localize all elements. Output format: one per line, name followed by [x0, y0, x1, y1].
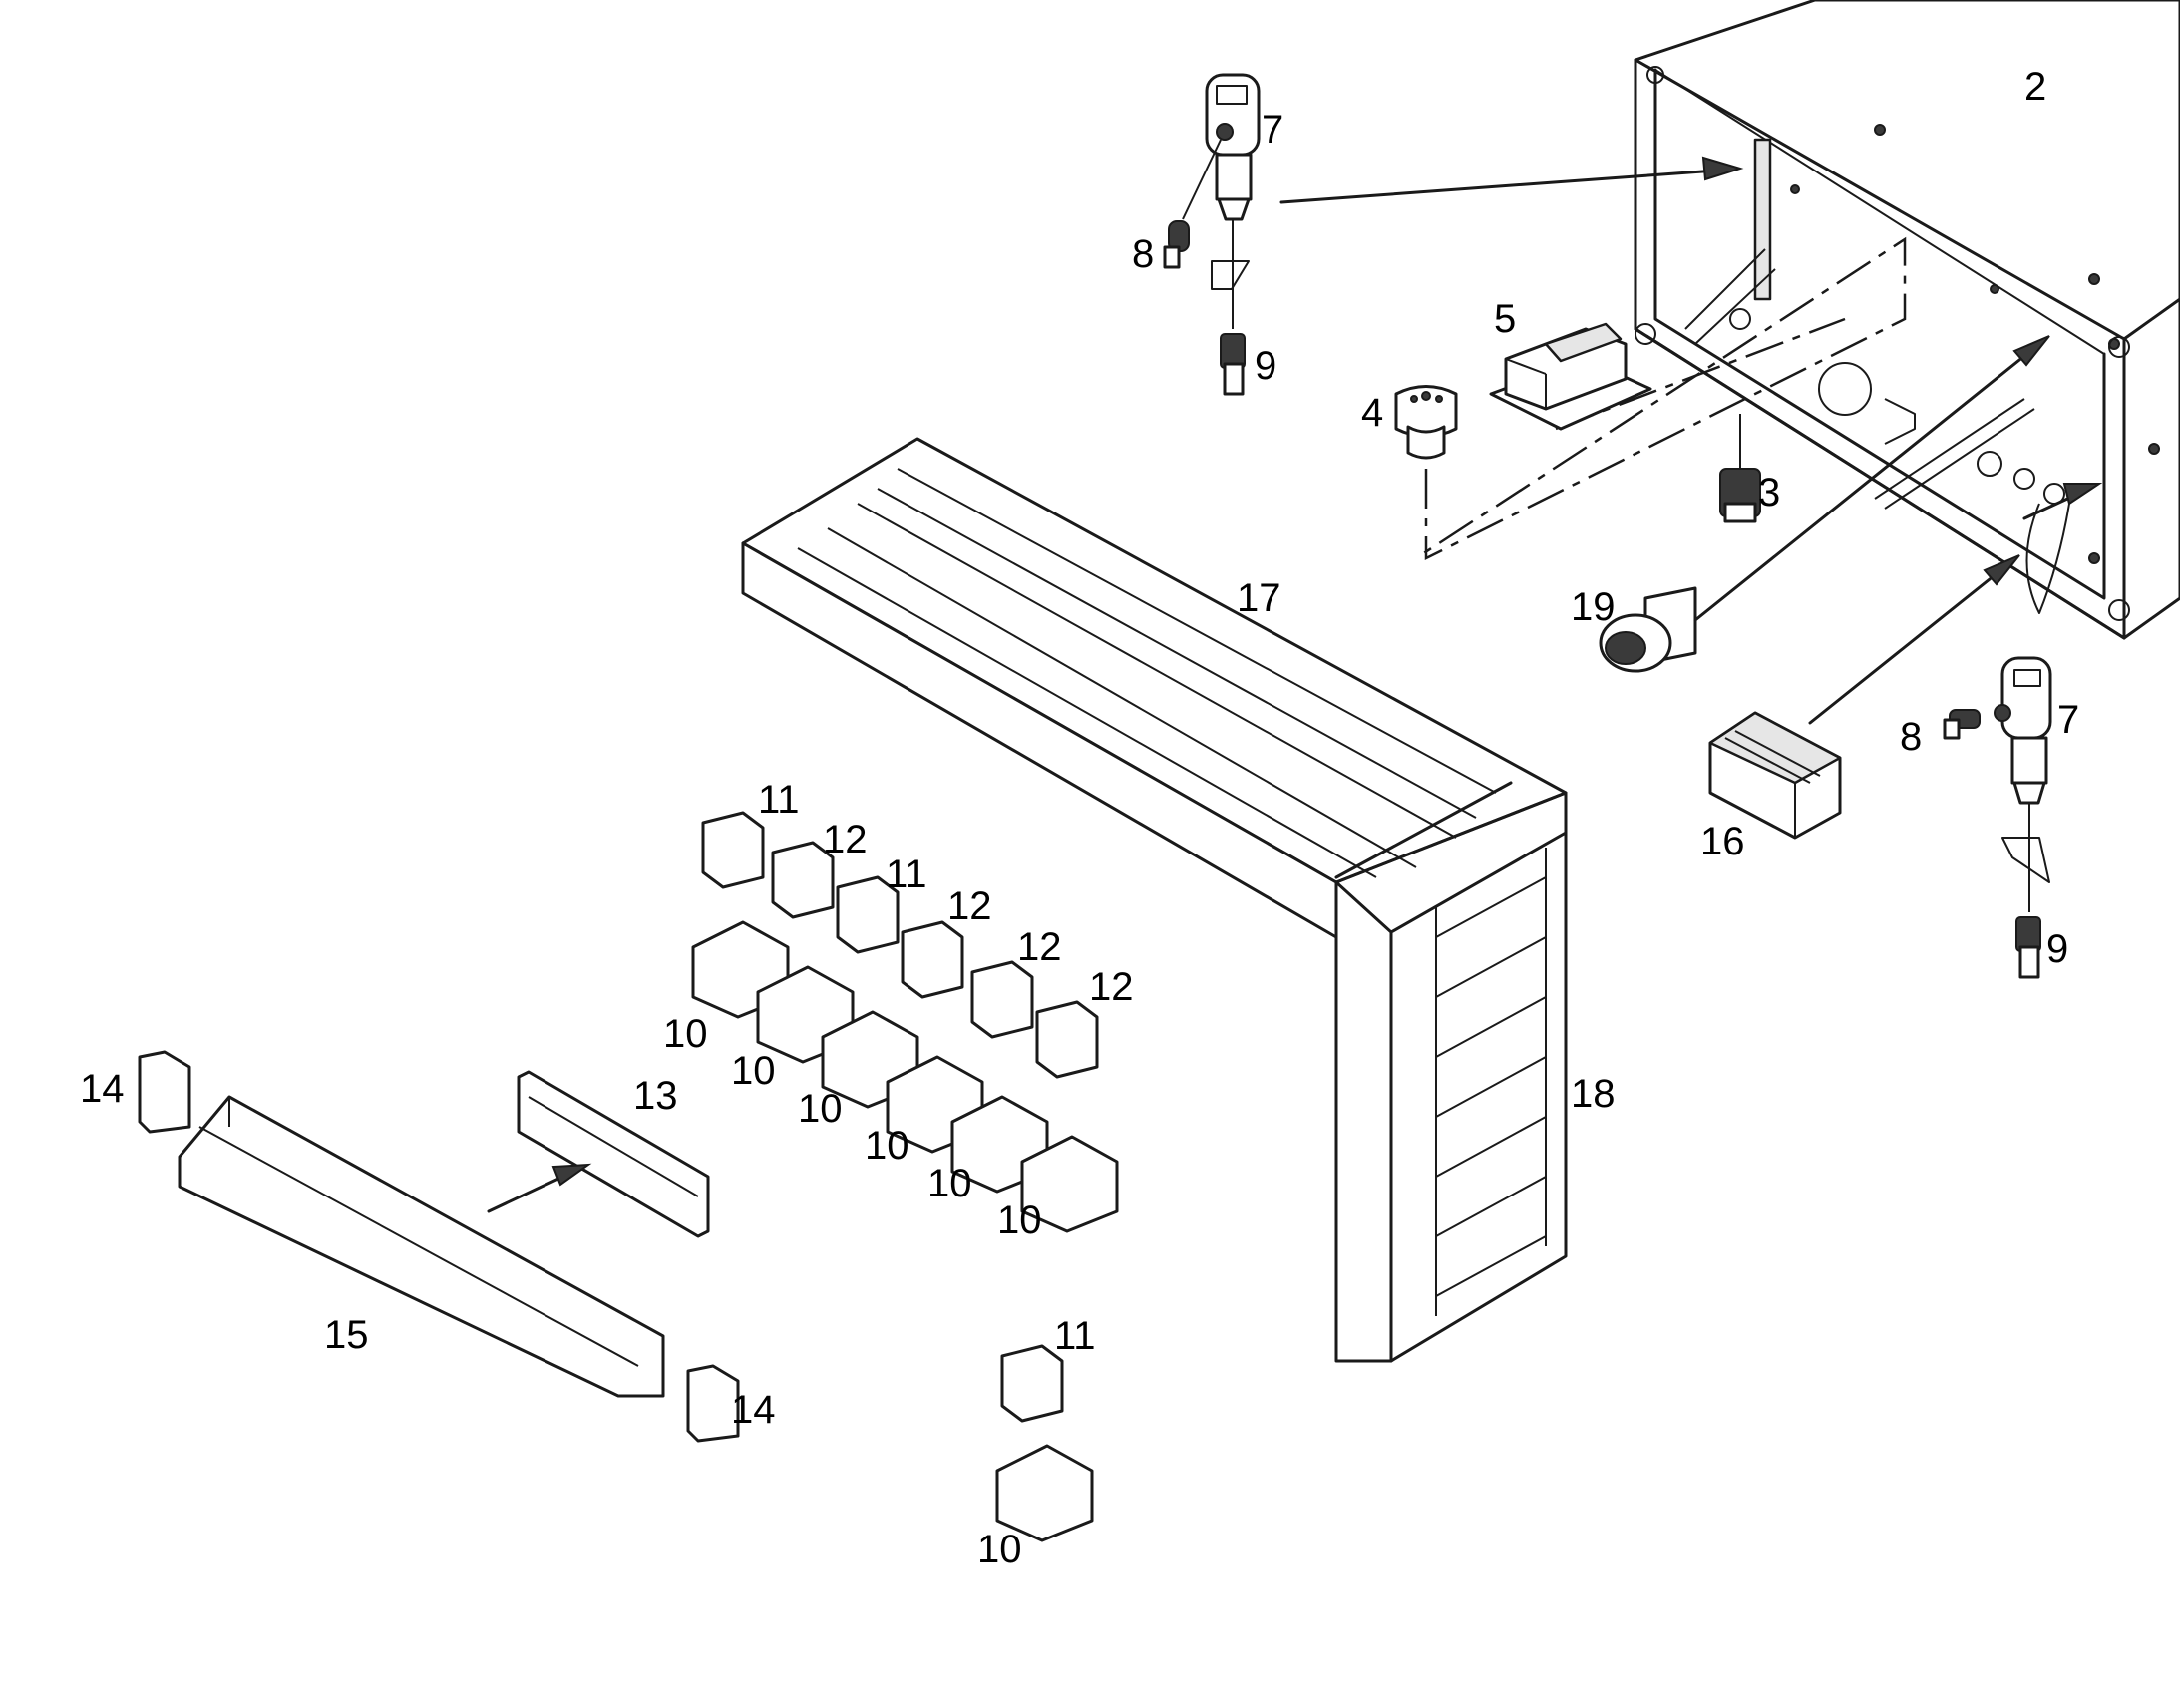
callout-10-c: 10: [798, 1087, 843, 1131]
callout-13: 13: [633, 1074, 678, 1118]
callout-10-d: 10: [865, 1124, 909, 1168]
duct-slots-side: [1435, 848, 1547, 1316]
pressure-sensor-right: [1943, 656, 2052, 979]
callout-16: 16: [1700, 820, 1745, 863]
callout-11-a: 11: [758, 778, 800, 822]
callout-12-c: 12: [1017, 925, 1062, 969]
callout-8-top: 8: [1132, 232, 1154, 276]
callout-10-a: 10: [663, 1012, 708, 1056]
callout-4: 4: [1361, 391, 1383, 435]
callout-9-right: 9: [2046, 927, 2068, 971]
terminal-strip: [138, 1050, 740, 1443]
callout-11-c: 11: [1054, 1314, 1096, 1358]
cable-gland: [1719, 414, 1761, 523]
callout-9-top: 9: [1255, 344, 1276, 388]
callout-10-g: 10: [977, 1528, 1022, 1571]
callout-labels: 2 3 4 5 7 8 9 7 8 9 19 16 17 18 11 12 11…: [80, 65, 2079, 1571]
callout-12-a: 12: [823, 818, 868, 861]
callout-10-f: 10: [997, 1198, 1042, 1242]
terminal-block-16: [1708, 483, 2103, 840]
relays-group: [691, 811, 1119, 1542]
callout-11-b: 11: [886, 853, 927, 896]
din-rail: [487, 1070, 710, 1238]
callout-5: 5: [1494, 297, 1516, 341]
callout-14-right: 14: [731, 1388, 776, 1432]
round-socket: [1599, 335, 2050, 673]
callout-17: 17: [1237, 576, 1281, 620]
gland-nut: [1394, 385, 1458, 460]
callout-12-d: 12: [1089, 965, 1134, 1009]
callout-3: 3: [1758, 471, 1780, 514]
callout-14-left: 14: [80, 1067, 125, 1111]
pressure-sensor-top: [1163, 73, 1744, 396]
callout-15: 15: [324, 1313, 369, 1357]
callout-10-e: 10: [927, 1162, 972, 1205]
enclosure-housing: [1634, 0, 2180, 640]
callout-12-b: 12: [947, 884, 992, 928]
cable-duct: [741, 437, 1568, 1363]
callout-10-b: 10: [731, 1049, 776, 1093]
callout-18: 18: [1571, 1072, 1616, 1116]
callout-7-right: 7: [2057, 698, 2079, 742]
callout-7-top: 7: [1262, 108, 1283, 152]
duct-slots-top: [797, 468, 1497, 878]
callout-2: 2: [2024, 65, 2046, 109]
connector-block: [1489, 322, 1652, 431]
callout-8-right: 8: [1900, 715, 1922, 759]
callout-19: 19: [1571, 585, 1616, 629]
